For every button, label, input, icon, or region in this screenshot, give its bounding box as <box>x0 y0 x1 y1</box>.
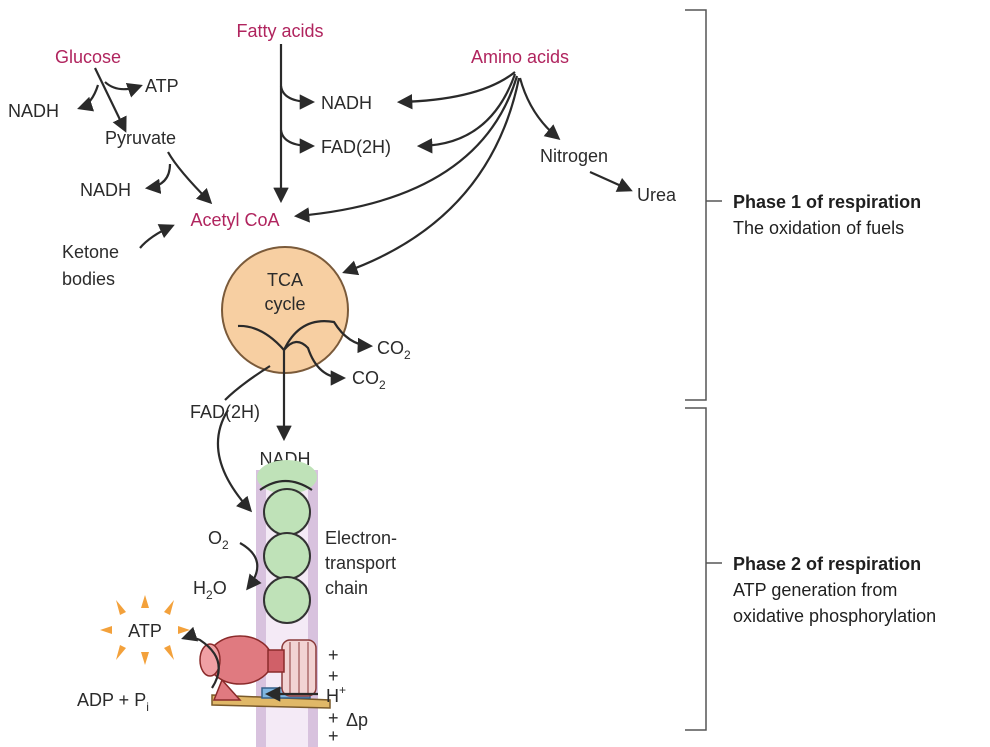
oxygen-label: O2 <box>208 528 229 552</box>
adp-to-atp-arrow <box>181 626 220 689</box>
ketone-bodies-label-1: Ketone <box>62 242 119 262</box>
o2-to-h2o-arrow <box>239 542 262 591</box>
co2-label-1: CO2 <box>377 338 411 362</box>
pyruvate-label: Pyruvate <box>105 128 176 148</box>
plus-sign-3: + <box>328 708 339 728</box>
phase-2-description-1: ATP generation from <box>733 580 897 600</box>
etc-label-2: transport <box>325 553 396 573</box>
phase-2-description-2: oxidative phosphorylation <box>733 606 936 626</box>
phase-1-title: Phase 1 of respiration <box>733 192 921 212</box>
amino-acids-label: Amino acids <box>471 47 569 67</box>
glucose-label: Glucose <box>55 47 121 67</box>
tca-cycle-label-1: TCA <box>267 270 303 290</box>
phase-2-title: Phase 2 of respiration <box>733 554 921 574</box>
fad2h-to-etc-arrow <box>216 409 253 513</box>
nadh-pyruvate-label: NADH <box>80 180 131 200</box>
water-label: H2O <box>193 578 227 602</box>
acetyl-coa-label: Acetyl CoA <box>190 210 279 230</box>
tca-internal-arrows <box>224 320 374 442</box>
nadh-fatty-acid-label: NADH <box>321 93 372 113</box>
etc-label-3: chain <box>325 578 368 598</box>
adp-pi-label: ADP + Pi <box>77 690 149 714</box>
nitrogen-label: Nitrogen <box>540 146 608 166</box>
urea-label: Urea <box>637 185 677 205</box>
plus-sign-4: + <box>328 726 339 746</box>
atp-output-label: ATP <box>128 621 162 641</box>
etc-label-1: Electron- <box>325 528 397 548</box>
phase-1-description: The oxidation of fuels <box>733 218 904 238</box>
plus-sign-1: + <box>328 645 339 665</box>
atp-burst-icon <box>100 595 190 665</box>
fad2h-fatty-acid-label: FAD(2H) <box>321 137 391 157</box>
ketone-bodies-label-2: bodies <box>62 269 115 289</box>
glycolysis-arrows <box>77 67 213 249</box>
phase-1-bracket <box>685 9 722 401</box>
fad2h-tca-label: FAD(2H) <box>190 402 260 422</box>
fatty-acids-label: Fatty acids <box>236 21 323 41</box>
amino-acid-arrows <box>293 71 633 276</box>
proton-label: H+ <box>326 683 346 706</box>
nadh-glycolysis-label: NADH <box>8 101 59 121</box>
co2-label-2: CO2 <box>352 368 386 392</box>
phase-2-bracket <box>685 407 722 731</box>
delta-p-label: Δp <box>346 710 368 730</box>
etc-complexes <box>257 460 317 624</box>
plus-sign-2: + <box>328 666 339 686</box>
tca-cycle-label-2: cycle <box>264 294 305 314</box>
atp-glycolysis-label: ATP <box>145 76 179 96</box>
fatty-acid-arrows <box>273 44 316 204</box>
